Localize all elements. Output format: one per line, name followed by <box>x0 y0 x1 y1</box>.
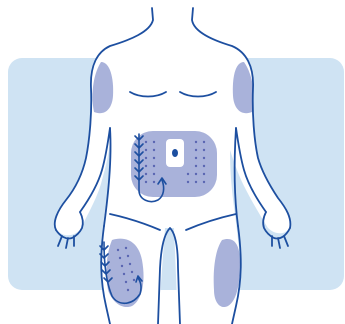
navel-icon <box>172 149 178 157</box>
